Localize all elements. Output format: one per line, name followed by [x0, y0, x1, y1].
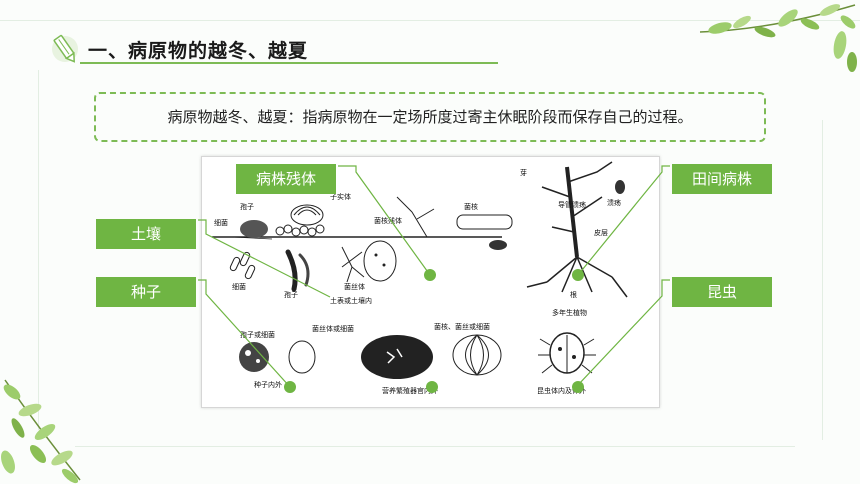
label-field-plant: 田间病株 — [672, 164, 772, 194]
spore-germ-drawing — [285, 249, 298, 292]
label-insect: 昆虫 — [672, 277, 772, 307]
infected-seed-drawing — [239, 342, 269, 372]
organ-tuber-drawing — [361, 335, 433, 379]
definition-text: 病原物越冬、越夏：指病原物在一定场所度过寄主休眠阶段而保存自己的过程。 — [167, 108, 693, 126]
label-plant-residue: 病株残体 — [236, 164, 336, 194]
fig-label-insect-body: 昆虫体内及体外 — [537, 386, 586, 395]
fig-label-bark: 皮层 — [594, 228, 608, 237]
definition-box: 病原物越冬、越夏：指病原物在一定场所度过寄主休眠阶段而保存自己的过程。 — [94, 92, 766, 142]
spore-mass-drawing — [275, 224, 325, 237]
fig-label-sclerotium-residue: 菌核残体 — [374, 216, 402, 225]
fig-label-sclerotium-mycelium-bacteria: 菌核、菌丝或细菌 — [434, 322, 490, 331]
fig-label-bud: 芽 — [520, 168, 527, 177]
insect-drawing — [538, 332, 596, 374]
fig-label-mycelium-or-bacteria: 菌丝体或细菌 — [312, 324, 354, 333]
label-seed: 种子 — [96, 277, 196, 307]
pencil-icon — [52, 34, 78, 63]
fig-label-mycelium: 菌丝体 — [344, 282, 365, 291]
fig-label-soil-surface: 土表或土壤内 — [330, 296, 372, 305]
perennial-plant-drawing — [526, 161, 628, 298]
fig-label-spore-2: 孢子 — [284, 290, 298, 299]
tuber-drawing — [363, 240, 397, 282]
section-title: 一、病原物的越冬、越夏 — [88, 40, 309, 62]
mycelium-drawing — [341, 246, 365, 283]
fig-label-root: 根 — [570, 290, 577, 299]
leaf-decoration-top-right — [699, 4, 857, 72]
fruit-body-drawing — [290, 204, 324, 226]
sclerotium-stem-drawing — [456, 214, 513, 230]
diagram-drawing: 孢子 子实体 细菌 菌核残体 菌核 孢子 菌丝体 细菌 土表或土壤内 芽 导管溃… — [212, 161, 628, 395]
residue-stem-drawing — [396, 196, 435, 238]
fig-label-spore: 孢子 — [240, 202, 254, 211]
fig-label-seed-inside-outside: 种子内外 — [254, 380, 282, 389]
label-soil: 土壤 — [96, 219, 196, 249]
bg-line-right — [822, 120, 823, 440]
fig-label-vessel-disease: 导管溃疡 — [558, 200, 586, 209]
spore-cluster-drawing — [240, 220, 268, 238]
bulb-drawing — [452, 334, 502, 376]
fig-label-canker: 溃疡 — [607, 198, 621, 207]
fig-label-bacteria-2: 细菌 — [232, 282, 246, 291]
bacteria-drawing — [229, 251, 256, 280]
bg-line-left — [38, 70, 39, 430]
fig-label-organ-inside-outside: 营养繁殖器官内外 — [382, 386, 438, 395]
sclerotium-drawing — [489, 240, 507, 250]
fig-label-sclerotium: 菌核 — [464, 202, 478, 211]
fig-label-bacteria: 细菌 — [214, 218, 228, 227]
bg-line-top — [0, 20, 860, 21]
seed-drawing — [288, 340, 316, 374]
title-underline — [80, 62, 498, 64]
bg-line-bottom — [75, 446, 795, 447]
leaf-decoration-bottom-left — [1, 379, 81, 484]
fig-label-perennial: 多年生植物 — [552, 308, 587, 317]
fig-label-spore-or-bacteria: 孢子或细菌 — [240, 330, 275, 339]
